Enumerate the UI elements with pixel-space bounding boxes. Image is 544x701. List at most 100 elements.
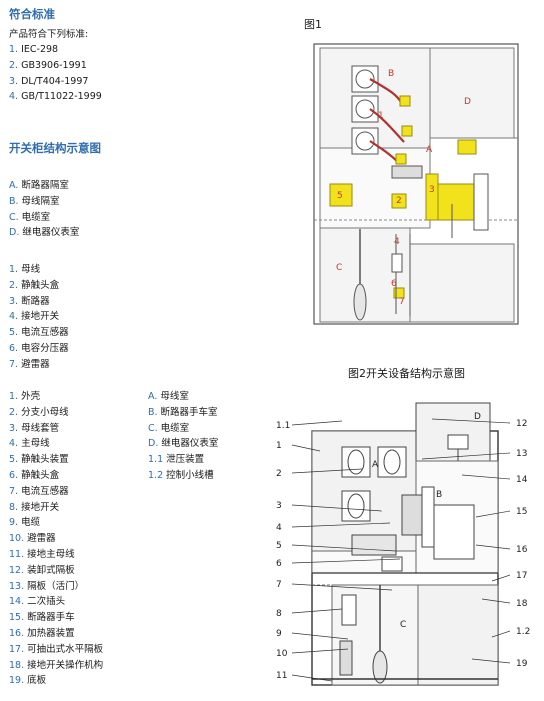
part-item-text: 电流互感器 — [21, 327, 69, 339]
fig2-leader-line — [471, 658, 511, 664]
fig2-callout: 7 — [276, 580, 282, 590]
fig1-zone-d: D — [464, 97, 471, 107]
fig2-leader-line — [291, 504, 383, 512]
fig2-callout: 6 — [276, 559, 282, 569]
compartment-item: B.母线隔室 — [9, 194, 79, 210]
fig2-zone-c: C — [400, 620, 406, 630]
legend-item: 5.静触头装置 — [9, 452, 103, 468]
legend-item-key: 3. — [9, 422, 19, 434]
fig2-callout: 4 — [276, 523, 282, 533]
legend-item-text: 电缆室 — [160, 422, 190, 434]
compartment-item-key: A. — [9, 180, 19, 191]
legend-item-key: 1.2 — [148, 469, 164, 481]
fig1-zone-a: A — [426, 145, 433, 155]
legend-item-text: 断路器手车室 — [160, 406, 218, 418]
legend-item: 16.加热器装置 — [9, 626, 103, 642]
legend-item-text: 接地开关操作机构 — [27, 659, 104, 671]
legend-item-text: 外壳 — [21, 391, 41, 402]
legend-item-key: C. — [148, 422, 158, 434]
standard-item: 3.DL/T404-1997 — [9, 74, 102, 90]
part-item: 7.避雷器 — [9, 357, 69, 373]
legend-item-key: 6. — [9, 469, 19, 481]
legend-item-key: 8. — [9, 501, 19, 513]
legend-item: C.电缆室 — [148, 421, 218, 437]
fig2-leader-line — [291, 522, 391, 528]
legend-item-text: 电缆 — [21, 517, 41, 529]
fig2-leader-line — [461, 474, 511, 480]
fig2-leader-line — [491, 574, 511, 582]
fig1-part-6: 6 — [391, 279, 397, 289]
legend-item-key: 10. — [9, 533, 25, 545]
fig2-leader-line — [291, 558, 401, 564]
fig2-callout: 12 — [516, 419, 527, 429]
fig2-callout: 15 — [516, 507, 527, 517]
fig2-leader-line — [291, 608, 343, 614]
figure1-caption: 图1 — [304, 18, 322, 31]
legend-item-key: 1. — [9, 391, 19, 402]
legend-item-key: 13. — [9, 580, 25, 592]
legend-item-text: 主母线 — [21, 438, 50, 450]
fig2-leader-line — [291, 674, 333, 682]
fig2-leader-line — [431, 418, 511, 424]
legend-item-key: 19. — [9, 675, 25, 687]
legend-item: A.母线室 — [148, 389, 218, 405]
legend-item-key: 9. — [9, 517, 19, 529]
fig1-part-7: 7 — [399, 297, 405, 307]
legend-item: 6.静触头盒 — [9, 468, 103, 484]
part-item-text: 电容分压器 — [21, 342, 69, 354]
figure1-diagram: A B C D 1 2 3 4 5 6 7 — [313, 43, 519, 325]
legend-item-key: 4. — [9, 438, 19, 450]
legend-item-text: 二次插头 — [27, 596, 66, 608]
legend-item-key: 18. — [9, 659, 25, 671]
fig1-zone-c: C — [336, 263, 342, 273]
fig2-leader-line — [421, 452, 511, 460]
fig2-callout: 13 — [516, 449, 527, 459]
standard-item-text: IEC-298 — [21, 44, 59, 55]
standard-item: 4.GB/T11022-1999 — [9, 89, 102, 105]
legend-item-key: 11. — [9, 548, 25, 560]
fig1-part-3: 3 — [429, 185, 435, 195]
legend-item-key: 2. — [9, 406, 19, 418]
legend-item: 15.断路器手车 — [9, 610, 103, 626]
legend-item-key: 17. — [9, 643, 25, 655]
fig2-leader-line — [291, 648, 349, 654]
standard-item-key: 3. — [9, 75, 19, 87]
part-item: 5.电流互感器 — [9, 325, 69, 341]
compartment-item: D.继电器仪表室 — [9, 225, 79, 241]
legend-item: D.继电器仪表室 — [148, 436, 218, 452]
fig2-callout: 18 — [516, 599, 528, 609]
fig1-part-2: 2 — [396, 196, 402, 206]
legend-item-key: D. — [148, 438, 159, 450]
part-item-key: 2. — [9, 279, 19, 291]
part-item-text: 避雷器 — [21, 358, 50, 370]
legend-item-text: 隔板（活门） — [27, 580, 85, 592]
legend-item: 10.避雷器 — [9, 531, 103, 547]
legend-item: 18.接地开关操作机构 — [9, 658, 103, 674]
standard-item: 1.IEC-298 — [9, 42, 102, 58]
legend-item-text: 电流互感器 — [21, 485, 69, 497]
fig2-leader-line — [491, 630, 511, 638]
legend-item-text: 底板 — [27, 675, 47, 687]
part-item-key: 5. — [9, 327, 19, 339]
compartment-item-key: B. — [9, 195, 19, 207]
fig2-callout: 1.2 — [516, 627, 530, 637]
legend-item-key: 7. — [9, 485, 19, 497]
legend-item: 19.底板 — [9, 673, 103, 689]
legend-item: B.断路器手车室 — [148, 405, 218, 421]
legend-item-key: 5. — [9, 454, 19, 466]
standards-title: 符合标准 — [9, 7, 55, 21]
fig2-callout: 2 — [276, 469, 282, 479]
part-item: 4.接地开关 — [9, 309, 69, 325]
legend-item: 13.隔板（活门） — [9, 579, 103, 595]
legend-item-key: 12. — [9, 564, 25, 576]
legend-item-key: A. — [148, 391, 158, 402]
legend-item: 17.可抽出式水平隔板 — [9, 642, 103, 658]
legend-item-text: 接地开关 — [21, 501, 60, 513]
compartment-item-key: D. — [9, 227, 20, 239]
fig1-part-1: 1 — [378, 111, 384, 121]
standards-intro: 产品符合下列标准: — [9, 29, 89, 40]
structure-title: 开关柜结构示意图 — [9, 141, 101, 155]
